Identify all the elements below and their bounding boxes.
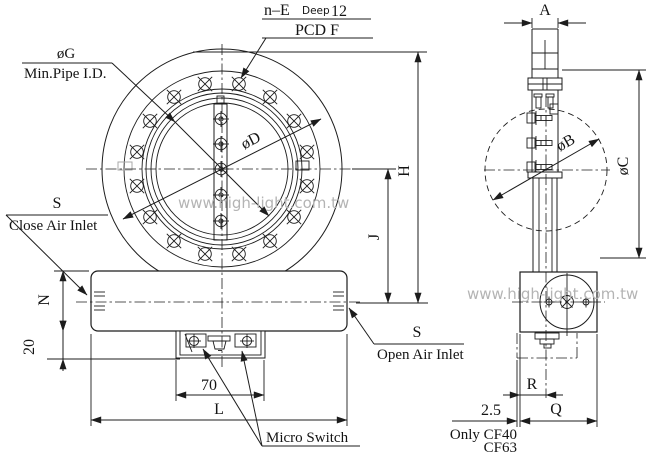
dim-n-label: N bbox=[36, 294, 53, 306]
front-flange-view bbox=[76, 44, 362, 368]
micro-switch-left bbox=[185, 333, 207, 349]
bracket-phantom bbox=[516, 333, 578, 359]
front-view-dimensions: øG Min.Pipe I.D. n–E Deep 12 PCD F øD H … bbox=[5, 2, 464, 447]
dim-c-label: øC bbox=[615, 157, 632, 176]
lower-tube bbox=[532, 178, 558, 272]
open-air-port-marks bbox=[333, 291, 344, 311]
dim-r-label: R bbox=[527, 376, 538, 393]
dim-70-label: 70 bbox=[201, 377, 217, 394]
shaft-column bbox=[531, 28, 559, 78]
dim-a-label: A bbox=[539, 2, 551, 19]
actuator-body bbox=[90, 270, 348, 332]
pcd-label: PCD F bbox=[295, 22, 339, 39]
dim-20-label: 20 bbox=[21, 339, 38, 355]
dim-j-label: J bbox=[366, 234, 383, 240]
shaft-flange-pair bbox=[527, 77, 563, 91]
clamp-bolt bbox=[526, 111, 553, 125]
dim-q-label: Q bbox=[550, 401, 562, 418]
side-profile-view bbox=[484, 28, 610, 398]
switch-housing-inner bbox=[179, 330, 262, 356]
watermark-side: www.high-light.com.tw bbox=[467, 285, 638, 303]
bolt-depth-value: 12 bbox=[331, 3, 347, 20]
note-cf63: CF63 bbox=[484, 440, 517, 456]
pipe-dia-label: øG bbox=[57, 46, 76, 62]
dim-l-label: L bbox=[214, 401, 224, 418]
clamp-bolt bbox=[526, 136, 553, 150]
dim-h-label: H bbox=[396, 165, 413, 177]
min-pipe-id-label: Min.Pipe I.D. bbox=[24, 66, 107, 82]
side-view-dimensions: A øB øC R 2.5 Q Only CF40 CF63 bbox=[450, 2, 646, 456]
close-air-port-marks bbox=[94, 291, 105, 311]
micro-switch-label: Micro Switch bbox=[266, 430, 349, 446]
bolt-count-label: n–E bbox=[264, 2, 290, 19]
open-inlet-s-label: S bbox=[413, 324, 422, 341]
micro-switch-side bbox=[534, 332, 560, 349]
close-inlet-s-label: S bbox=[53, 195, 62, 212]
dim-b-label: øB bbox=[553, 131, 578, 155]
dim-offset-label: 2.5 bbox=[481, 402, 501, 419]
disc-bar-tab bbox=[216, 95, 225, 105]
note-only-cf40: Only CF40 bbox=[450, 427, 517, 443]
watermark-front: www.high-light.com.tw bbox=[178, 194, 349, 212]
clamp-section bbox=[526, 90, 559, 173]
open-inlet-label: Open Air Inlet bbox=[377, 347, 464, 363]
micro-switch-right bbox=[234, 333, 257, 349]
bolt-depth-label: Deep bbox=[302, 5, 330, 17]
close-inlet-label: Close Air Inlet bbox=[9, 218, 98, 234]
